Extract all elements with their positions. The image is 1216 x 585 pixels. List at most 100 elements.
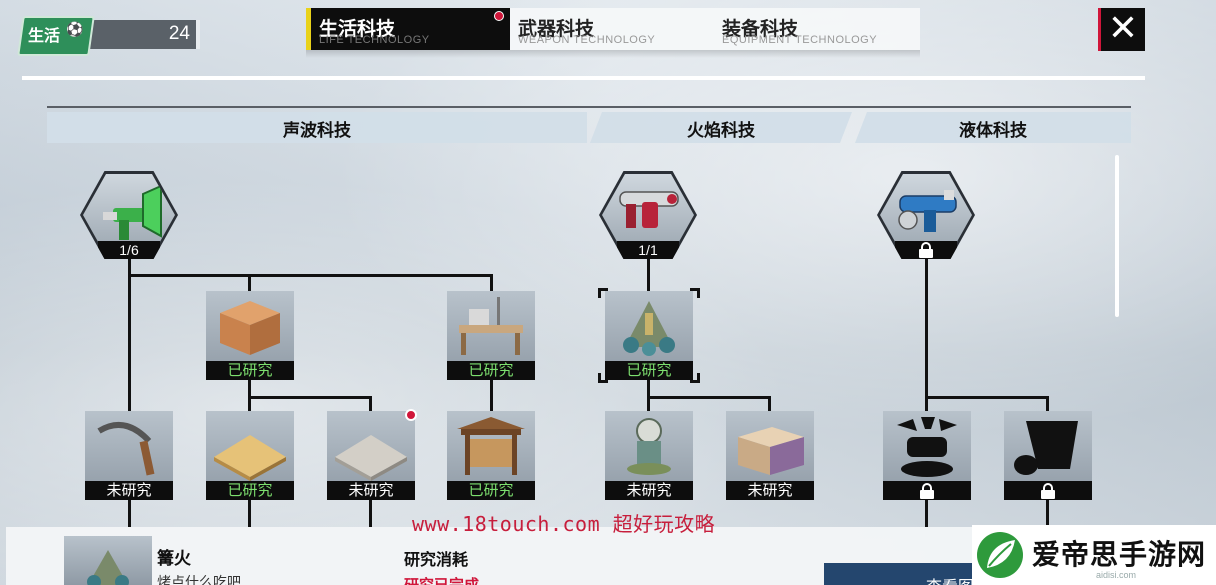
tree-line [128, 500, 131, 527]
tech-item-workbench[interactable]: 已研究 [447, 291, 535, 380]
tree-line [128, 274, 493, 277]
lamp-machine-icon [627, 418, 671, 475]
progress-bar [895, 241, 957, 259]
tab-equipment-technology[interactable]: 装备科技 EQUIPMENT TECHNOLOGY [714, 8, 918, 50]
research-status: 未研究 [605, 481, 693, 500]
tab-label: 武器科技 [518, 18, 595, 40]
tech-item-lamp-machine[interactable]: 未研究 [605, 411, 693, 500]
player-level: 24 [168, 23, 190, 44]
selection-corner [690, 288, 700, 298]
locked-status [1004, 481, 1092, 500]
level-panel [90, 20, 200, 49]
progress-count: 1/1 [638, 242, 658, 258]
tree-line [248, 274, 251, 292]
stone-floor-icon [335, 435, 407, 481]
tab-sublabel: WEAPON TECHNOLOGY [518, 34, 656, 46]
sonic-gun-icon [103, 184, 162, 240]
category-label: 火焰科技 [687, 121, 755, 141]
locked-status [883, 481, 971, 500]
root-node-liquid-gun[interactable] [877, 171, 975, 259]
category-label: 声波科技 [283, 121, 351, 141]
soccer-ball-icon: ⚽ [66, 22, 84, 38]
selection-corner [598, 288, 608, 298]
close-button[interactable]: ✕ [1098, 8, 1145, 51]
tree-line [369, 500, 372, 527]
workbench-icon [459, 297, 523, 355]
tree-line [647, 396, 771, 399]
category-label: 液体科技 [959, 121, 1027, 141]
notification-dot-icon [494, 11, 504, 21]
life-badge-label: 生活 [28, 26, 61, 45]
wood-floor-icon [214, 435, 286, 481]
lock-icon [920, 483, 934, 499]
research-cost-label: 研究消耗 [404, 550, 469, 569]
liquid-gun-icon [898, 190, 957, 232]
root-node-sonic-gun[interactable]: 1/6 [80, 171, 178, 259]
research-status: 未研究 [726, 481, 814, 500]
site-logo-domain: aidisi.com [1096, 570, 1137, 580]
tab-weapon-technology[interactable]: 武器科技 WEAPON TECHNOLOGY [510, 8, 714, 50]
tree-line [248, 500, 251, 527]
tree-line [1046, 396, 1049, 412]
locked-item-silhouette-icon [897, 417, 957, 477]
progress-bar: 1/1 [617, 241, 679, 259]
tech-item-wood-floor[interactable]: 已研究 [206, 411, 294, 500]
selection-corner [690, 373, 700, 383]
sickle-icon [97, 421, 155, 476]
header-divider [22, 76, 1145, 80]
research-status: 已研究 [206, 361, 294, 380]
tech-item-notice-board[interactable]: 已研究 [447, 411, 535, 500]
tree-line [1046, 500, 1049, 527]
view-blueprint-button[interactable]: 查看图 [824, 563, 994, 585]
research-status: 已研究 [605, 361, 693, 380]
tree-line [647, 258, 650, 292]
tech-item-wood-block[interactable]: 已研究 [206, 291, 294, 380]
category-sonic: 声波科技 [47, 112, 587, 143]
notification-dot-icon [405, 409, 417, 421]
campfire-icon [623, 301, 675, 356]
research-status: 未研究 [85, 481, 173, 500]
tabs-shadow [306, 50, 920, 58]
category-divider [47, 106, 1131, 108]
locked-item-silhouette-icon [1014, 421, 1078, 475]
scrollbar[interactable] [1115, 155, 1119, 317]
flamethrower-icon [619, 191, 679, 228]
lock-icon [1041, 483, 1055, 499]
tech-item-storage-chest[interactable]: 未研究 [726, 411, 814, 500]
tree-line [925, 396, 1049, 399]
tree-line [369, 396, 372, 412]
selection-corner [598, 373, 608, 383]
tech-item-locked-two[interactable] [1004, 411, 1092, 500]
root-node-flame-gun[interactable]: 1/1 [599, 171, 697, 259]
tech-item-stone-floor[interactable]: 未研究 [327, 411, 415, 500]
tech-item-sickle[interactable]: 未研究 [85, 411, 173, 500]
lock-icon [919, 242, 933, 258]
progress-bar: 1/6 [98, 241, 160, 259]
research-status: 已研究 [447, 481, 535, 500]
detail-item-name: 篝火 [157, 549, 191, 569]
close-icon: ✕ [1107, 8, 1139, 49]
research-status: 未研究 [327, 481, 415, 500]
watermark-text: www.18touch.com 超好玩攻略 [412, 512, 716, 536]
tree-line [248, 396, 372, 399]
progress-count: 1/6 [119, 242, 139, 258]
wood-block-icon [220, 301, 280, 355]
campfire-icon [87, 550, 129, 585]
tab-label: 装备科技 [722, 18, 799, 40]
tab-label: 生活科技 [319, 18, 396, 40]
tree-line [128, 258, 131, 412]
research-status: 已研究 [447, 361, 535, 380]
research-cost-value: 研究已完成 [404, 576, 480, 585]
leaf-logo-icon [975, 530, 1025, 580]
notice-board-icon [457, 417, 525, 475]
storage-chest-icon [738, 427, 804, 475]
site-logo-text: 爱帝思手游网 [1032, 538, 1207, 571]
tab-life-technology[interactable]: 生活科技 LIFE TECHNOLOGY [306, 8, 510, 50]
tech-item-locked-one[interactable] [883, 411, 971, 500]
detail-thumbnail [64, 536, 152, 585]
detail-item-description: 烤点什么吃吧 [157, 575, 241, 585]
tab-sublabel: EQUIPMENT TECHNOLOGY [722, 34, 878, 46]
category-flame: 火焰科技 [590, 112, 852, 143]
tech-item-campfire[interactable]: 已研究 [605, 291, 693, 380]
tree-line [768, 396, 771, 412]
